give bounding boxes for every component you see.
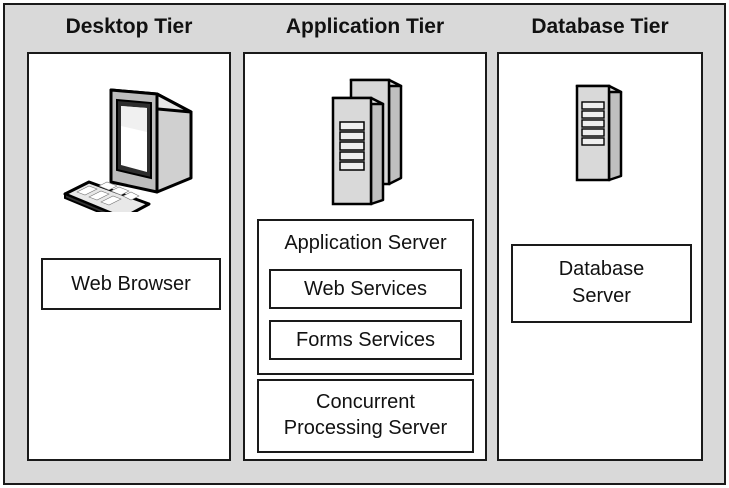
desktop-tier-panel: Web Browser (27, 52, 231, 461)
database-server-label-line2: Server (572, 285, 631, 307)
concurrent-label-line1: Concurrent (316, 391, 415, 413)
database-tier-title: Database Tier (531, 15, 669, 38)
application-server-box: Application Server Web Services Forms Se… (257, 219, 474, 375)
database-server-icon (575, 84, 623, 182)
server-cluster-icon (331, 78, 403, 206)
application-tier-title: Application Tier (285, 15, 445, 38)
web-browser-label: Web Browser (71, 273, 191, 295)
web-browser-box: Web Browser (41, 258, 221, 310)
web-services-label: Web Services (303, 278, 427, 300)
database-server-box: Database Server (511, 244, 692, 323)
forms-services-label: Forms Services (296, 329, 435, 351)
application-tier-panel: Application Server Web Services Forms Se… (243, 52, 487, 461)
desktop-tier-title: Desktop Tier (65, 15, 193, 38)
concurrent-processing-server-box: Concurrent Processing Server (257, 379, 474, 453)
concurrent-label-line2: Processing Server (283, 417, 448, 439)
forms-services-box: Forms Services (269, 320, 462, 360)
web-services-box: Web Services (269, 269, 462, 309)
database-server-label-line1: Database (558, 258, 645, 280)
desktop-computer-icon (63, 88, 193, 212)
application-server-label: Application Server (284, 232, 447, 254)
database-tier-panel: Database Server (497, 52, 703, 461)
